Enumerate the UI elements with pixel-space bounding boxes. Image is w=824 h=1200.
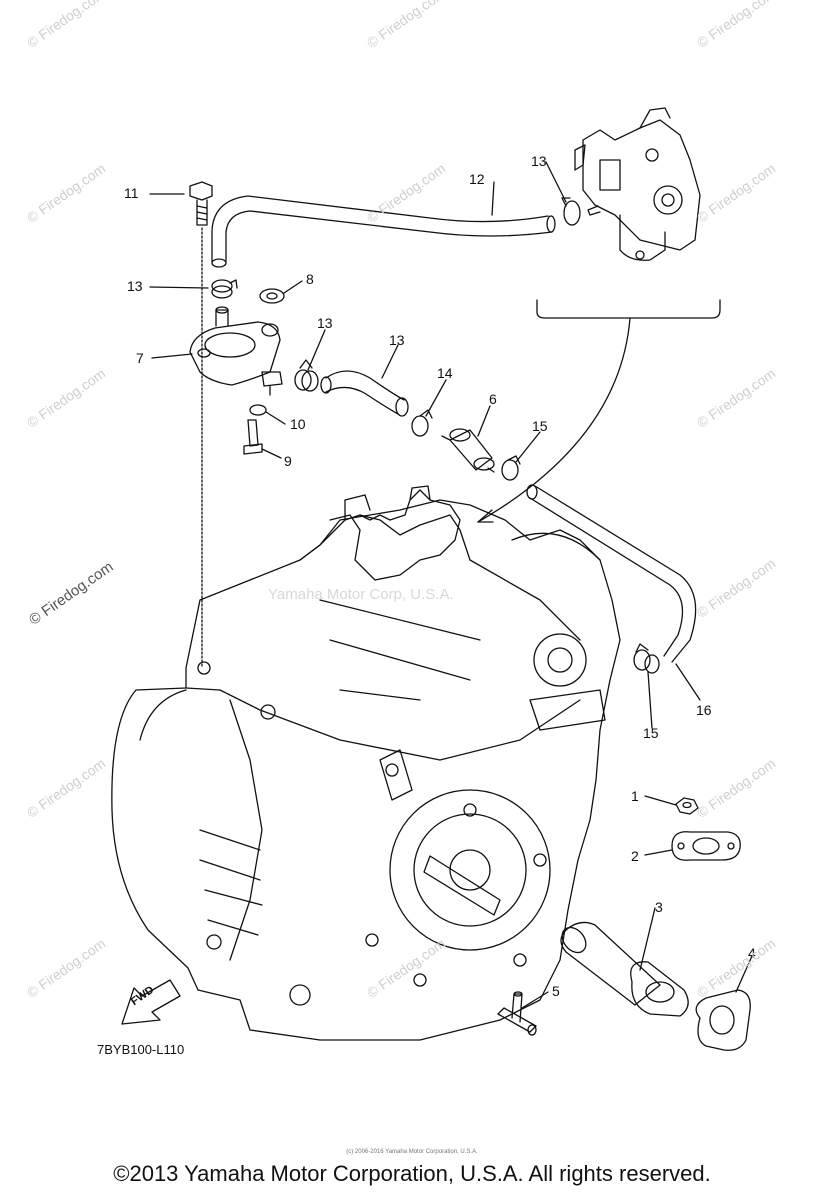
nut-1 <box>675 797 699 815</box>
fuel-filter-6 <box>441 428 495 473</box>
faint-watermark: Yamaha Motor Corp, U.S.A. <box>268 586 454 603</box>
callout-9: 9 <box>284 453 292 469</box>
clamp-15-lower <box>633 643 660 674</box>
fuel-pump-7 <box>189 306 283 396</box>
callout-11: 11 <box>124 185 139 201</box>
fwd-arrow <box>121 979 181 1025</box>
callout-10: 10 <box>290 416 306 432</box>
callout-15-b: 15 <box>532 418 548 434</box>
callout-16: 16 <box>696 702 712 718</box>
diagram-code: 7BYB100-L110 <box>97 1042 185 1057</box>
callout-7: 7 <box>136 350 144 366</box>
callout-3: 3 <box>655 899 663 915</box>
clamp-13-carb <box>561 197 581 226</box>
washer-10 <box>249 404 267 416</box>
engine-block <box>111 485 621 1041</box>
callout-15-c: 15 <box>643 725 659 741</box>
callout-6: 6 <box>489 391 497 407</box>
copyright-notice: ©2013 Yamaha Motor Corporation, U.S.A. A… <box>113 1161 711 1186</box>
clamp-15 <box>411 409 433 437</box>
carburetor <box>574 107 701 261</box>
callout-1: 1 <box>631 788 639 804</box>
callout-15-a: 14 <box>437 365 453 381</box>
t-fitting-5 <box>497 991 537 1036</box>
callout-8: 8 <box>306 271 314 287</box>
bolt-11 <box>189 181 213 226</box>
hose-16 <box>526 484 697 663</box>
tiny-copyright: (c) 2006-2016 Yamaha Motor Corporation, … <box>346 1149 478 1155</box>
clamp-13-mid <box>294 359 319 392</box>
clamp-13 <box>211 279 238 299</box>
washer-8 <box>259 288 285 304</box>
callout-2: 2 <box>631 848 639 864</box>
callout-4: 4 <box>748 945 756 961</box>
callout-13-left: 13 <box>127 278 143 294</box>
hose-14 <box>320 370 409 417</box>
callout-13-carb: 13 <box>531 153 547 169</box>
callout-5: 5 <box>552 983 560 999</box>
clamp-15-upper <box>501 455 521 481</box>
gasket-2 <box>671 831 741 861</box>
callout-14: 13 <box>389 332 405 348</box>
gasket-4 <box>695 989 751 1051</box>
assembly-bracket <box>536 299 721 319</box>
bolt-9 <box>243 419 263 455</box>
callout-13-mid: 13 <box>317 315 333 331</box>
assembly-arrow <box>477 317 631 523</box>
manifold-3 <box>560 921 689 1017</box>
hose-12 <box>211 195 556 268</box>
callout-12: 12 <box>469 171 485 187</box>
